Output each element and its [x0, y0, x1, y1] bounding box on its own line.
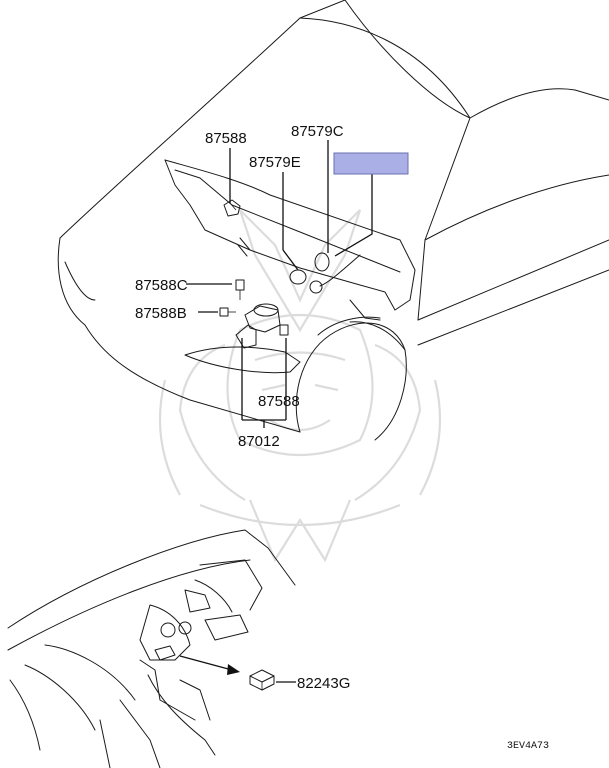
connector-c-part: [309, 252, 330, 294]
callout-bolt-upper: 87588: [205, 130, 247, 147]
dashboard-illustration: [7, 529, 296, 768]
bolt-c-part: [235, 279, 245, 300]
figure-code: 3EV4A73: [507, 741, 549, 752]
connector-e-part: [289, 269, 307, 285]
bolt-upper-part: [223, 199, 241, 217]
highlight-box: [333, 152, 409, 175]
arrow-head-icon: [227, 664, 240, 675]
car-front-illustration: [57, 0, 609, 441]
samurai-helmet-watermark-icon: [158, 209, 442, 563]
callout-switch: 82243G: [297, 675, 350, 692]
callout-bolt-lower: 87588: [258, 393, 300, 410]
leader-lines: [186, 140, 373, 428]
callout-bracket-assembly: 87012: [238, 433, 280, 450]
bolt-b-part: [219, 307, 236, 317]
harness-part: [319, 254, 361, 287]
callout-connector-c: 87579C: [291, 123, 344, 140]
bracket-assembly-part: [235, 303, 289, 349]
callout-connector-e: 87579E: [249, 154, 301, 171]
arrow-line: [179, 655, 233, 671]
callout-bolt-c: 87588C: [135, 277, 188, 294]
switch-part: [249, 669, 275, 691]
callout-bolt-b: 87588B: [135, 305, 187, 322]
